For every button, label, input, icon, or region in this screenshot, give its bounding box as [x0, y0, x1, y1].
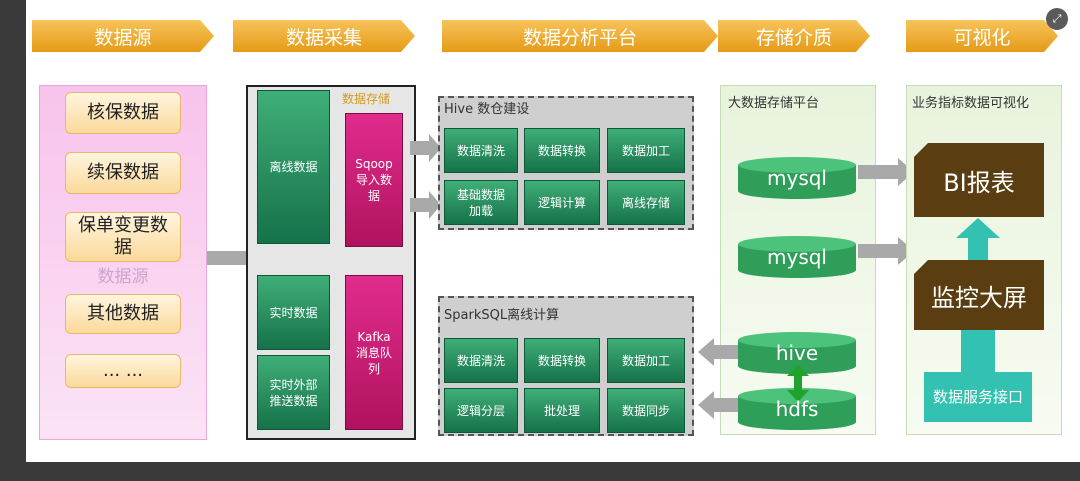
hive-cell: 离线存储: [607, 180, 685, 225]
realtime-data-box: 实时数据: [257, 275, 330, 350]
arrow-to-spark-2-head: [698, 391, 714, 419]
storage-title: 大数据存储平台: [728, 96, 820, 111]
collection-storage-label: 数据存储: [342, 92, 391, 106]
source-item: 其他数据: [65, 294, 181, 334]
header-step-visual: 可视化: [906, 20, 1058, 52]
up-arrow-to-bi: [956, 218, 1000, 260]
monitor-screen-box: 监控大屏: [914, 260, 1044, 330]
sources-overlay-label: 数据源: [97, 267, 149, 287]
arrow-to-spark-2: [714, 398, 738, 412]
hive-cell: 数据转换: [524, 128, 600, 173]
bi-report-box: BI报表: [914, 143, 1044, 217]
hive-title: Hive 数仓建设: [444, 102, 530, 117]
mysql-db-1: mysql: [738, 157, 856, 199]
spark-cell: 数据同步: [607, 388, 685, 433]
source-item: 核保数据: [65, 92, 181, 134]
header-step-storage: 存储介质: [718, 20, 870, 52]
arrow-to-bi-1: [858, 165, 900, 179]
hive-cell: 基础数据加载: [444, 180, 518, 225]
source-item: 保单变更数据: [65, 212, 181, 262]
sqoop-box: Sqoop导入数据: [345, 113, 403, 247]
offline-data-box: 离线数据: [257, 90, 330, 244]
visual-title: 业务指标数据可视化: [912, 96, 1030, 111]
arrow-to-spark-1-head: [698, 338, 714, 366]
header-step-analysis: 数据分析平台: [442, 20, 718, 52]
spark-cell: 逻辑分层: [444, 388, 518, 433]
header-step-sources: 数据源: [32, 20, 214, 52]
data-service-box: 数据服务接口: [924, 372, 1032, 422]
source-item: 续保数据: [65, 152, 181, 194]
mysql-db-2: mysql: [738, 236, 856, 278]
spark-cell: 数据清洗: [444, 338, 518, 383]
hive-cell: 数据加工: [607, 128, 685, 173]
external-push-box: 实时外部推送数据: [257, 355, 330, 430]
spark-cell: 数据加工: [607, 338, 685, 383]
spark-cell: 数据转换: [524, 338, 600, 383]
service-connector: [961, 330, 995, 372]
sparksql-title: SparkSQL离线计算: [444, 308, 560, 323]
hive-cell: 逻辑计算: [524, 180, 600, 225]
hive-db-label: hive: [775, 341, 819, 365]
header-step-collection: 数据采集: [233, 20, 415, 52]
arrow-to-bi-2: [858, 244, 900, 258]
hdfs-db-label: hdfs: [775, 397, 819, 421]
arrow-to-hive-2: [410, 198, 432, 212]
mysql-db-2-label: mysql: [767, 245, 827, 269]
spark-cell: 批处理: [524, 388, 600, 433]
arrow-to-hive-1: [410, 141, 432, 155]
arrow-to-spark-1: [714, 345, 738, 359]
mysql-db-1-label: mysql: [767, 166, 827, 190]
kafka-box: Kafka消息队列: [345, 275, 403, 430]
diagram-canvas: 数据源 数据采集 数据分析平台 存储介质 可视化 核保数据 续保数据 保单变更数…: [26, 0, 1080, 462]
expand-icon[interactable]: ⤢: [1046, 8, 1068, 30]
source-item: ... ...: [65, 354, 181, 388]
hive-hdfs-double-arrow: [787, 364, 809, 402]
hive-cell: 数据清洗: [444, 128, 518, 173]
